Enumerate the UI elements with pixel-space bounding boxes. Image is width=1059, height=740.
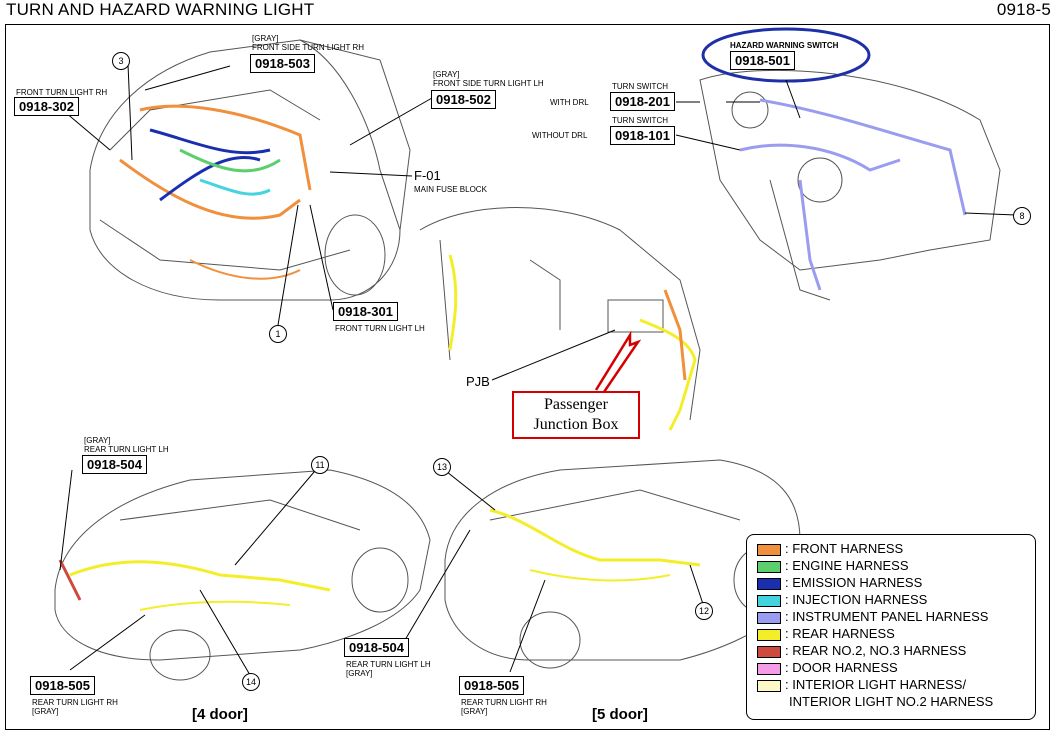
- legend-swatch: [757, 560, 781, 573]
- leader-lines: [59, 63, 1017, 676]
- fuse-code: F-01: [414, 168, 441, 183]
- rear-rh-4-caption: REAR TURN LIGHT RH: [32, 698, 118, 707]
- ref-0918-505-5door[interactable]: 0918-505: [459, 676, 524, 695]
- pjb-label: PJB: [466, 374, 490, 389]
- marker-8: 8: [1013, 207, 1031, 225]
- legend-swatch: [757, 577, 781, 590]
- legend-item: : REAR NO.2, NO.3 HARNESS: [757, 643, 966, 658]
- ref-0918-501[interactable]: 0918-501: [730, 51, 795, 70]
- legend-item: : DOOR HARNESS: [757, 660, 898, 675]
- front-side-rh-gray: [GRAY]: [252, 34, 279, 43]
- ref-0918-302[interactable]: 0918-302: [14, 97, 79, 116]
- five-door-rear-harness: [489, 508, 701, 582]
- rear-lh-5-caption: REAR TURN LIGHT LH: [346, 660, 431, 669]
- rear-lh-4-caption: REAR TURN LIGHT LH: [84, 445, 169, 454]
- instrument-panel-harness: [739, 98, 967, 291]
- turn-switch-nodrl-caption: TURN SWITCH: [612, 116, 668, 125]
- front-side-rh-caption: FRONT SIDE TURN LIGHT RH: [252, 43, 365, 52]
- marker-3: 3: [112, 52, 130, 70]
- legend-swatch: [757, 662, 781, 675]
- marker-13: 13: [433, 458, 451, 476]
- legend-swatch: [757, 611, 781, 624]
- ref-0918-505-4door[interactable]: 0918-505: [30, 676, 95, 695]
- with-drl-caption: WITH DRL: [550, 98, 589, 107]
- ref-0918-504-5door[interactable]: 0918-504: [344, 638, 409, 657]
- rear-harness-pjb: [448, 254, 697, 431]
- four-door-label: [4 door]: [192, 706, 248, 723]
- rear-rh-5-caption: REAR TURN LIGHT RH: [461, 698, 547, 707]
- legend-swatch: [757, 645, 781, 658]
- rear-lh-4-gray: [GRAY]: [84, 436, 111, 445]
- legend-swatch: [757, 628, 781, 641]
- dashboard-drawing: [699, 69, 1001, 301]
- legend-item: : REAR HARNESS: [757, 626, 895, 641]
- rear-lh-5-gray: [GRAY]: [346, 669, 373, 678]
- diagram-title: TURN AND HAZARD WARNING LIGHT: [6, 0, 315, 19]
- front-rh-caption: FRONT TURN LIGHT RH: [16, 88, 108, 97]
- four-door-rear-harness: [58, 559, 331, 611]
- ref-0918-502[interactable]: 0918-502: [431, 90, 496, 109]
- legend-swatch: [757, 543, 781, 556]
- pjb-callout-arrow: [594, 330, 642, 393]
- marker-12: 12: [695, 602, 713, 620]
- marker-1: 1: [269, 325, 287, 343]
- marker-14: 14: [242, 673, 260, 691]
- ref-0918-504-4door[interactable]: 0918-504: [82, 455, 147, 474]
- front-harness-wires: [119, 104, 312, 280]
- five-door-label: [5 door]: [592, 706, 648, 723]
- page-number: 0918-5: [996, 0, 1051, 19]
- front-car-drawing: [89, 39, 411, 301]
- four-door-car-drawing: [54, 469, 431, 681]
- ref-0918-301[interactable]: 0918-301: [333, 302, 398, 321]
- marker-11: 11: [311, 456, 329, 474]
- rear-rh-4-gray: [GRAY]: [32, 707, 59, 716]
- callout-line-1: Passenger: [544, 396, 608, 413]
- legend-item: : EMISSION HARNESS: [757, 575, 922, 590]
- legend-item: : ENGINE HARNESS: [757, 558, 909, 573]
- rear-rh-5-gray: [GRAY]: [461, 707, 488, 716]
- legend-swatch: [757, 594, 781, 607]
- hazard-caption: HAZARD WARNING SWITCH: [730, 41, 839, 50]
- front-side-lh-gray: [GRAY]: [433, 70, 460, 79]
- legend-item: : FRONT HARNESS: [757, 541, 903, 556]
- harness-legend: : FRONT HARNESS : ENGINE HARNESS : EMISS…: [746, 534, 1036, 720]
- legend-item: : INSTRUMENT PANEL HARNESS: [757, 609, 988, 624]
- fuse-caption: MAIN FUSE BLOCK: [414, 185, 487, 194]
- callout-line-2: Junction Box: [533, 416, 619, 433]
- legend-item-continued: INTERIOR LIGHT NO.2 HARNESS: [789, 694, 994, 709]
- without-drl-caption: WITHOUT DRL: [532, 131, 588, 140]
- turn-switch-drl-caption: TURN SWITCH: [612, 82, 668, 91]
- legend-item: : INTERIOR LIGHT HARNESS/: [757, 677, 966, 692]
- legend-item: : INJECTION HARNESS: [757, 592, 927, 607]
- pjb-interior-drawing: [419, 207, 701, 421]
- ref-0918-201[interactable]: 0918-201: [610, 92, 675, 111]
- legend-swatch: [757, 679, 781, 692]
- ref-0918-503[interactable]: 0918-503: [250, 54, 315, 73]
- diagram-frame: [5, 24, 1050, 730]
- passenger-junction-box-callout: Passenger Junction Box: [512, 391, 640, 439]
- ref-0918-101[interactable]: 0918-101: [610, 126, 675, 145]
- front-side-lh-caption: FRONT SIDE TURN LIGHT LH: [433, 79, 544, 88]
- front-lh-caption: FRONT TURN LIGHT LH: [335, 324, 425, 333]
